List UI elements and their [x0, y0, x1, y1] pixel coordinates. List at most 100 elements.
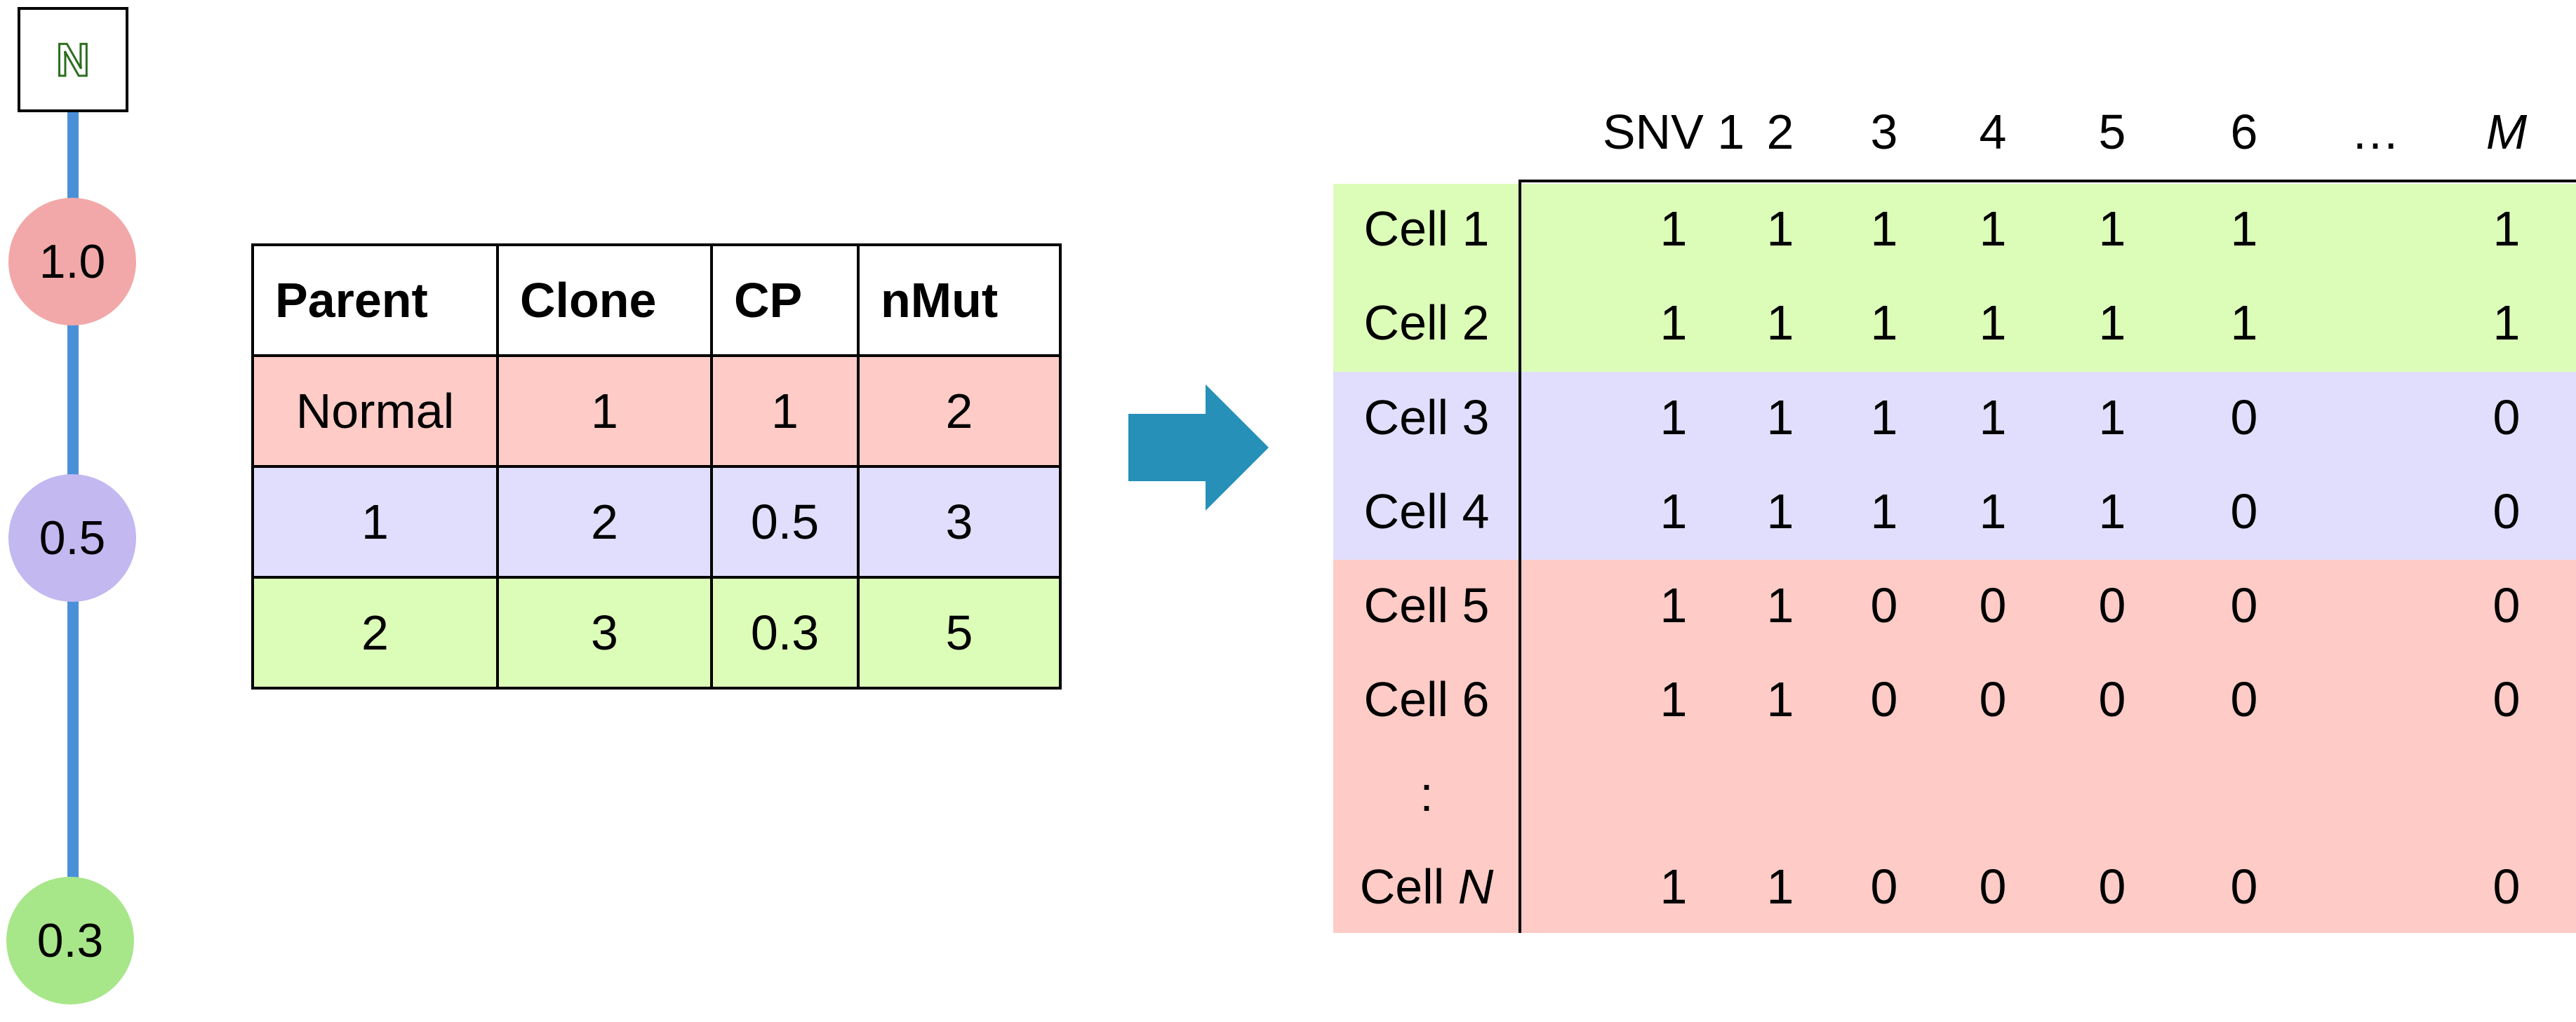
matrix-cell: 1	[1766, 201, 1794, 256]
clone-node-2: 0.5	[8, 474, 136, 602]
matrix-cell: 1	[2230, 201, 2258, 256]
matrix-cell: 1	[1870, 484, 1898, 539]
root-node-normal: N	[18, 7, 128, 112]
table-row: 1 2 0.5 3	[251, 465, 1062, 579]
clone-node-2-label: 0.5	[39, 511, 106, 565]
matrix-col-header: 3	[1870, 105, 1898, 159]
table-row: Normal 1 1 2	[251, 354, 1062, 468]
matrix-cell: 0	[1979, 578, 2007, 633]
matrix-row-label: Cell N	[1359, 859, 1494, 914]
table-cell: 3	[496, 576, 713, 690]
matrix-cell: 1	[1870, 295, 1898, 350]
matrix-row-divider	[1519, 181, 1521, 933]
matrix-cell: 1	[1870, 390, 1898, 445]
matrix-cell: 1	[1766, 578, 1794, 633]
matrix-cell: 1	[2230, 295, 2258, 350]
root-node-label: N	[55, 33, 91, 87]
matrix-col-header: 4	[1979, 105, 2007, 159]
matrix-row-label: Cell 3	[1363, 390, 1490, 445]
matrix-cell: 1	[1766, 672, 1794, 727]
matrix-band-green	[1333, 184, 2576, 372]
table-cell: 0.3	[710, 576, 860, 690]
matrix-cell: 0	[2230, 859, 2258, 914]
matrix-cell: 0	[1979, 859, 2007, 914]
clone-node-1: 1.0	[8, 198, 136, 325]
matrix-cell: 1	[1660, 484, 1688, 539]
matrix-col-header: 2	[1766, 105, 1794, 159]
matrix-cell: 0	[2098, 578, 2126, 633]
table-cell: 2	[251, 576, 499, 690]
header-parent: Parent	[251, 243, 499, 357]
matrix-cell: 0	[1870, 672, 1898, 727]
matrix-row-label: Cell 4	[1363, 484, 1490, 539]
matrix-col-header: M	[2485, 105, 2528, 159]
matrix-cell: 0	[2492, 578, 2521, 633]
clone-node-1-label: 1.0	[39, 235, 106, 288]
matrix-header-divider	[1519, 180, 2576, 182]
matrix-band-red	[1333, 560, 2576, 933]
matrix-cell: 0	[2230, 484, 2258, 539]
matrix-row-label: Cell 6	[1363, 672, 1490, 727]
matrix-cell: 0	[1870, 578, 1898, 633]
matrix-cell: 1	[2492, 201, 2521, 256]
matrix-cell: 0	[2230, 672, 2258, 727]
matrix-cell: 1	[2098, 295, 2126, 350]
header-cp: CP	[710, 243, 860, 357]
matrix-cell: 1	[1979, 390, 2007, 445]
matrix-cell: 1	[1660, 672, 1688, 727]
matrix-cell: 0	[2230, 578, 2258, 633]
matrix-cell: 1	[2098, 484, 2126, 539]
matrix-cell: 1	[1766, 390, 1794, 445]
clone-parameter-table: Parent Clone CP nMut Normal 1 1 2 1 2 0.…	[251, 243, 1062, 690]
clone-tree: N 1.0 0.5 0.3	[0, 0, 161, 1022]
matrix-cell: 1	[1660, 295, 1688, 350]
table-cell: 3	[857, 465, 1062, 579]
matrix-cell: 1	[2098, 201, 2126, 256]
table-cell: 1	[496, 354, 713, 468]
table-cell: 5	[857, 576, 1062, 690]
matrix-cell: 0	[1870, 859, 1898, 914]
matrix-col-header: SNV 1	[1602, 105, 1745, 159]
matrix-row-label: Cell 2	[1363, 295, 1490, 350]
header-nmut: nMut	[857, 243, 1062, 357]
matrix-col-header: …	[2351, 105, 2400, 159]
matrix-cell: 1	[1766, 859, 1794, 914]
matrix-cell: 1	[1979, 295, 2007, 350]
matrix-row-label: Cell 5	[1363, 578, 1490, 633]
table-cell: 1	[251, 465, 499, 579]
matrix-cell: 1	[1660, 390, 1688, 445]
matrix-cell: 1	[2098, 390, 2126, 445]
table-cell: Normal	[251, 354, 499, 468]
matrix-cell: 0	[2492, 672, 2521, 727]
matrix-cell: 1	[1660, 859, 1688, 914]
matrix-col-header: 6	[2230, 105, 2258, 159]
table-cell: 1	[710, 354, 860, 468]
matrix-cell: 0	[2492, 390, 2521, 445]
matrix-cell: 1	[1870, 201, 1898, 256]
right-arrow-icon	[1128, 384, 1269, 511]
matrix-cell: 1	[1766, 484, 1794, 539]
matrix-cell: 1	[1979, 201, 2007, 256]
matrix-band-blue	[1333, 372, 2576, 560]
matrix-cell: 1	[2492, 295, 2521, 350]
table-cell: 2	[857, 354, 1062, 468]
matrix-row-label: Cell 1	[1363, 201, 1490, 256]
matrix-cell: 0	[2098, 672, 2126, 727]
matrix-cell: 0	[1979, 672, 2007, 727]
matrix-cell: 1	[1766, 295, 1794, 350]
matrix-row-label: :	[1420, 767, 1434, 821]
matrix-cell: 0	[2492, 859, 2521, 914]
table-cell: 2	[496, 465, 713, 579]
table-cell: 0.5	[710, 465, 860, 579]
matrix-cell: 0	[2098, 859, 2126, 914]
clone-node-3-label: 0.3	[36, 914, 104, 967]
matrix-cell: 0	[2492, 484, 2521, 539]
clone-node-3: 0.3	[6, 877, 134, 1004]
clone-table-header-row: Parent Clone CP nMut	[251, 243, 1062, 357]
matrix-cell: 0	[2230, 390, 2258, 445]
matrix-cell: 1	[1979, 484, 2007, 539]
table-row: 2 3 0.3 5	[251, 576, 1062, 690]
header-clone: Clone	[496, 243, 713, 357]
matrix-cell: 1	[1660, 201, 1688, 256]
matrix-col-header: 5	[2098, 105, 2126, 159]
